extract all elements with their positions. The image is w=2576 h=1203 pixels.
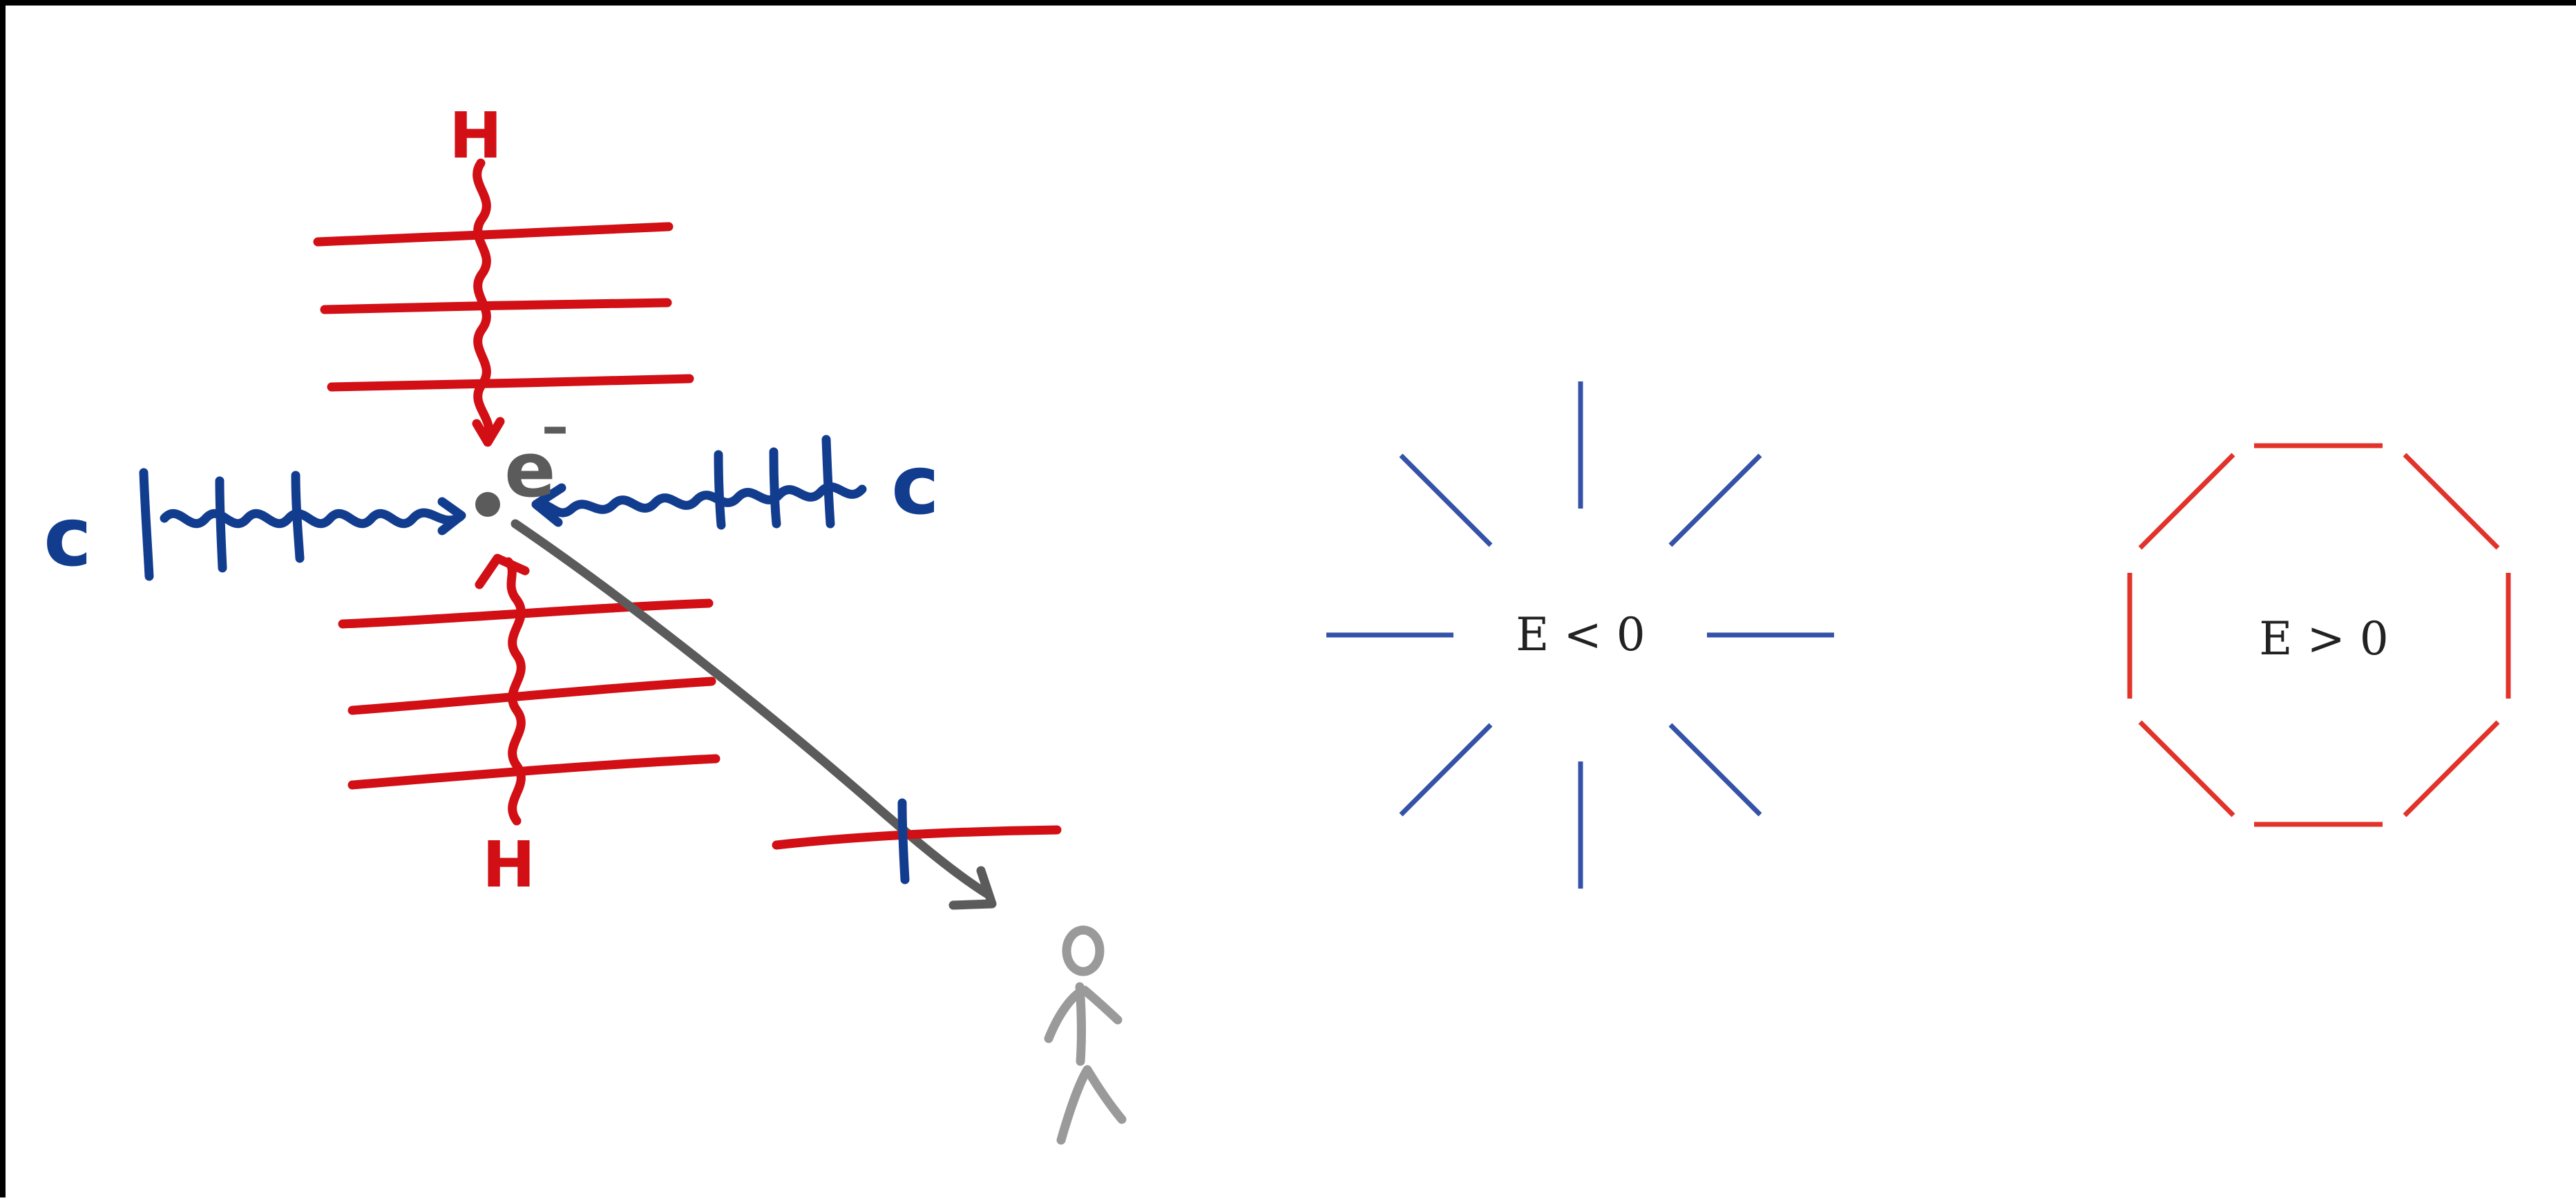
left-plate-1 [139,468,154,581]
left-wavy-line [160,508,465,529]
top-wavy-line [473,158,494,444]
left-arrowhead [437,497,466,536]
octagon-top-right [2403,453,2500,550]
electron-charge: – [542,396,569,458]
left-plate-3 [291,471,305,563]
ray-bottom-left [1399,723,1493,817]
detector-screen [772,798,1062,884]
ray-top-left [1399,453,1493,547]
trajectory-arrowhead [948,866,997,910]
octagon-top-left [2138,453,2235,550]
detector-blue-mark [897,798,910,884]
right-plate-1 [714,450,726,530]
left-wavy-arrow [160,497,466,536]
upper-plate-1 [313,222,674,247]
positive-energy-octagon: E > 0 [2127,443,2511,827]
right-electric-plates [714,435,835,530]
bottom-h-label: H [482,828,535,902]
diagram-canvas: H H [44,99,2511,1145]
hand-sketch: H H [44,99,1127,1145]
detector-red-line [772,825,1062,850]
upper-plate-3 [327,374,694,392]
top-wavy-arrow [472,158,505,447]
left-plate-2 [215,476,227,573]
electron-label: e [504,426,556,514]
ray-top-right [1668,453,1762,547]
observer-arms [1044,985,1123,1043]
left-electric-plates [139,468,305,581]
observer-legs [1056,1065,1127,1145]
bottom-wavy-line [504,557,526,826]
negative-energy-label: E < 0 [1516,608,1645,661]
positive-energy-label: E > 0 [2259,612,2388,665]
electron-trajectory [511,519,997,910]
ray-bottom-right [1668,723,1762,817]
trajectory-line [511,519,991,898]
lower-plate-3 [347,754,721,790]
top-arrowhead [472,417,505,447]
lower-plate-2 [347,676,716,715]
observer-figure [1044,925,1127,1145]
right-plate-3 [821,435,835,529]
top-h-label: H [449,99,502,173]
observer-head [1062,925,1105,976]
observer-body [1075,982,1086,1066]
electron-dot [475,492,500,517]
bottom-wavy-arrow [475,553,530,826]
right-wavy-line [533,482,867,518]
negative-energy-starburst: E < 0 [1326,381,1834,889]
upper-plate-2 [320,298,672,314]
upper-magnetic-plates [313,222,694,392]
right-plate-2 [769,447,781,529]
octagon-bottom-left [2138,720,2235,817]
right-arrowhead [531,483,566,527]
right-wavy-arrow [531,482,867,527]
right-c-label: c [891,437,939,533]
bottom-arrowhead [475,553,530,589]
octagon-bottom-right [2403,720,2500,817]
left-c-label: c [44,489,92,585]
